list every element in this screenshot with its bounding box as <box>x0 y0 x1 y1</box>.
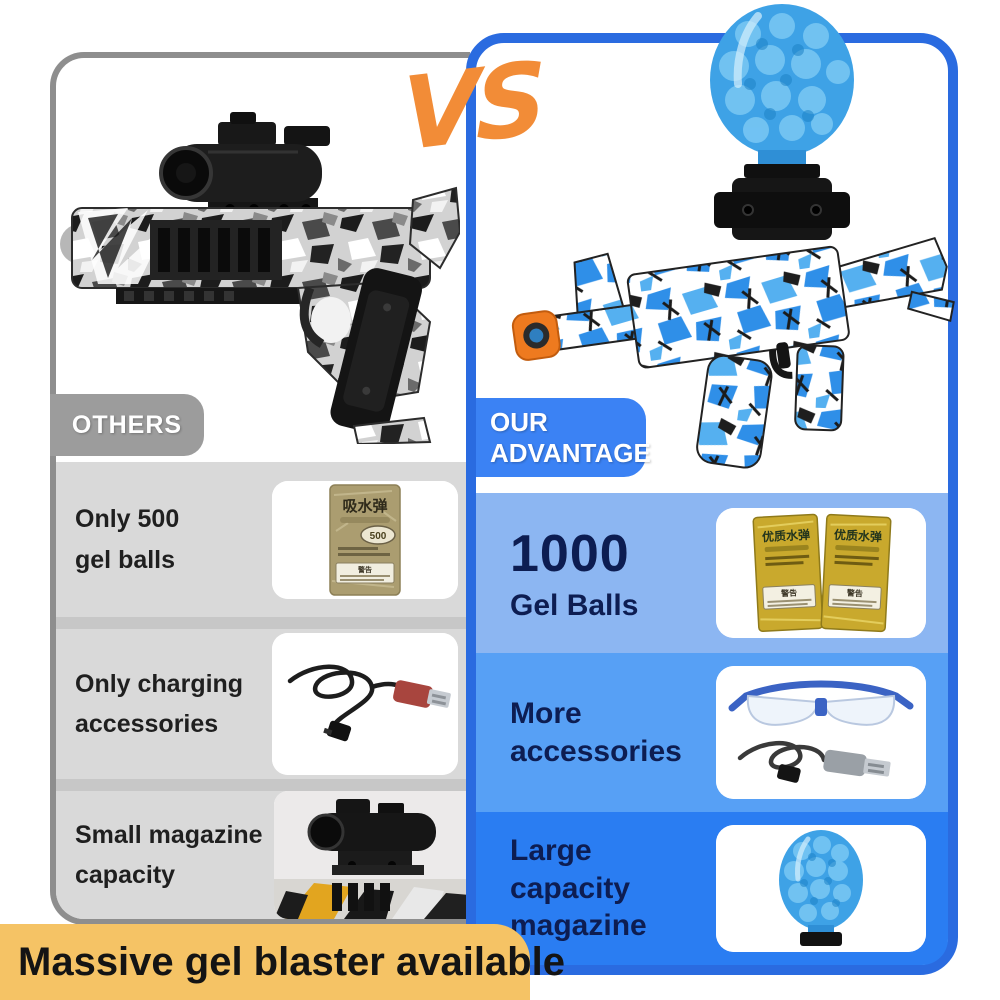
hopper-photo <box>716 825 926 952</box>
packet-warning: 警告 <box>780 587 798 598</box>
others-row-charging: Only charging accessories <box>56 629 470 779</box>
advantage-row-magazine: Large capacity magazine <box>476 812 948 965</box>
advantage-row-text: More accessories <box>476 695 716 770</box>
packet-warning: 警告 <box>846 588 864 599</box>
others-row2-line1: Only charging <box>75 669 244 698</box>
advantage-blaster-photo <box>511 4 955 469</box>
packet-badge: 500 <box>370 531 387 542</box>
camo-blaster-strip <box>274 879 470 919</box>
usb-cable-icon <box>287 664 451 742</box>
others-row-text: Only charging accessories <box>56 664 272 745</box>
gel-hopper-top-icon <box>710 4 854 240</box>
advantage-row-accessories: More accessories <box>476 653 948 812</box>
advantage-row2-line1: More <box>510 697 582 730</box>
others-row-text: Small magazine capacity <box>56 815 274 896</box>
red-dot-scope-icon <box>159 112 330 220</box>
advantage-panel: 1000 Gel Balls 优质水弹 <box>466 33 958 975</box>
rifle-body <box>511 236 955 469</box>
pistol-grip <box>330 268 422 434</box>
others-row3-line2: capacity <box>75 861 176 889</box>
gel-ball-packet-photo: 吸水弹 500 警告 <box>272 480 458 599</box>
advantage-row2-line2: accessories <box>510 734 682 768</box>
scope-photo <box>274 791 470 919</box>
packet-title: 优质水弹 <box>762 527 811 544</box>
charging-cable-photo <box>272 633 458 776</box>
others-row1-line1: Only 500 <box>75 505 180 534</box>
advantage-row3-line2: magazine <box>510 909 647 943</box>
others-tab-label: OTHERS <box>71 410 183 439</box>
gold-packet-icon: 优质水弹 警告 <box>752 513 824 633</box>
advantage-tab-line1: OUR <box>490 407 548 437</box>
others-blaster-photo <box>60 112 460 444</box>
others-rows: Only 500 gel balls 吸水弹 500 <box>56 462 470 919</box>
tan-packet-icon: 吸水弹 500 警告 <box>329 483 401 596</box>
gold-packet-icon: 优质水弹 警告 <box>820 513 892 633</box>
advantage-row3-line1: Large capacity <box>510 834 631 905</box>
packet-title: 优质水弹 <box>834 527 883 544</box>
two-packets-photo: 优质水弹 警告 优质水弹 <box>716 508 926 638</box>
advantage-tab: OUR ADVANTAGE <box>476 398 651 478</box>
gel-hopper-icon <box>779 830 863 946</box>
others-row-gel-balls: Only 500 gel balls 吸水弹 500 <box>56 462 470 618</box>
advantage-row1-line1: 1000 <box>510 524 630 583</box>
others-row2-line2: accessories <box>75 710 219 739</box>
bottom-banner: Massive gel blaster available <box>0 924 565 1000</box>
banner-text: Massive gel blaster available <box>18 939 565 984</box>
vs-label: VS <box>401 39 544 174</box>
packet-title: 吸水弹 <box>342 497 387 515</box>
advantage-rows: 1000 Gel Balls 优质水弹 <box>476 493 948 965</box>
scope-icon <box>307 799 436 875</box>
others-row-text: Only 500 gel balls <box>56 499 272 580</box>
others-row3-line1: Small magazine <box>75 820 263 849</box>
safety-goggles-icon <box>728 680 914 726</box>
others-row-magazine: Small magazine capacity <box>56 791 470 919</box>
others-tab: OTHERS <box>50 394 204 456</box>
packet-warning: 警告 <box>358 565 372 574</box>
advantage-row-gel-balls: 1000 Gel Balls 优质水弹 <box>476 493 948 653</box>
advantage-row-text: Large capacity magazine <box>476 832 716 945</box>
advantage-row1-line2: Gel Balls <box>510 588 639 622</box>
advantage-row-text: 1000 Gel Balls <box>476 522 716 625</box>
others-row1-line2: gel balls <box>75 545 176 574</box>
advantage-tab-line2: ADVANTAGE <box>490 437 651 468</box>
goggles-cable-photo <box>716 666 926 799</box>
usb-cable-icon <box>737 740 891 783</box>
